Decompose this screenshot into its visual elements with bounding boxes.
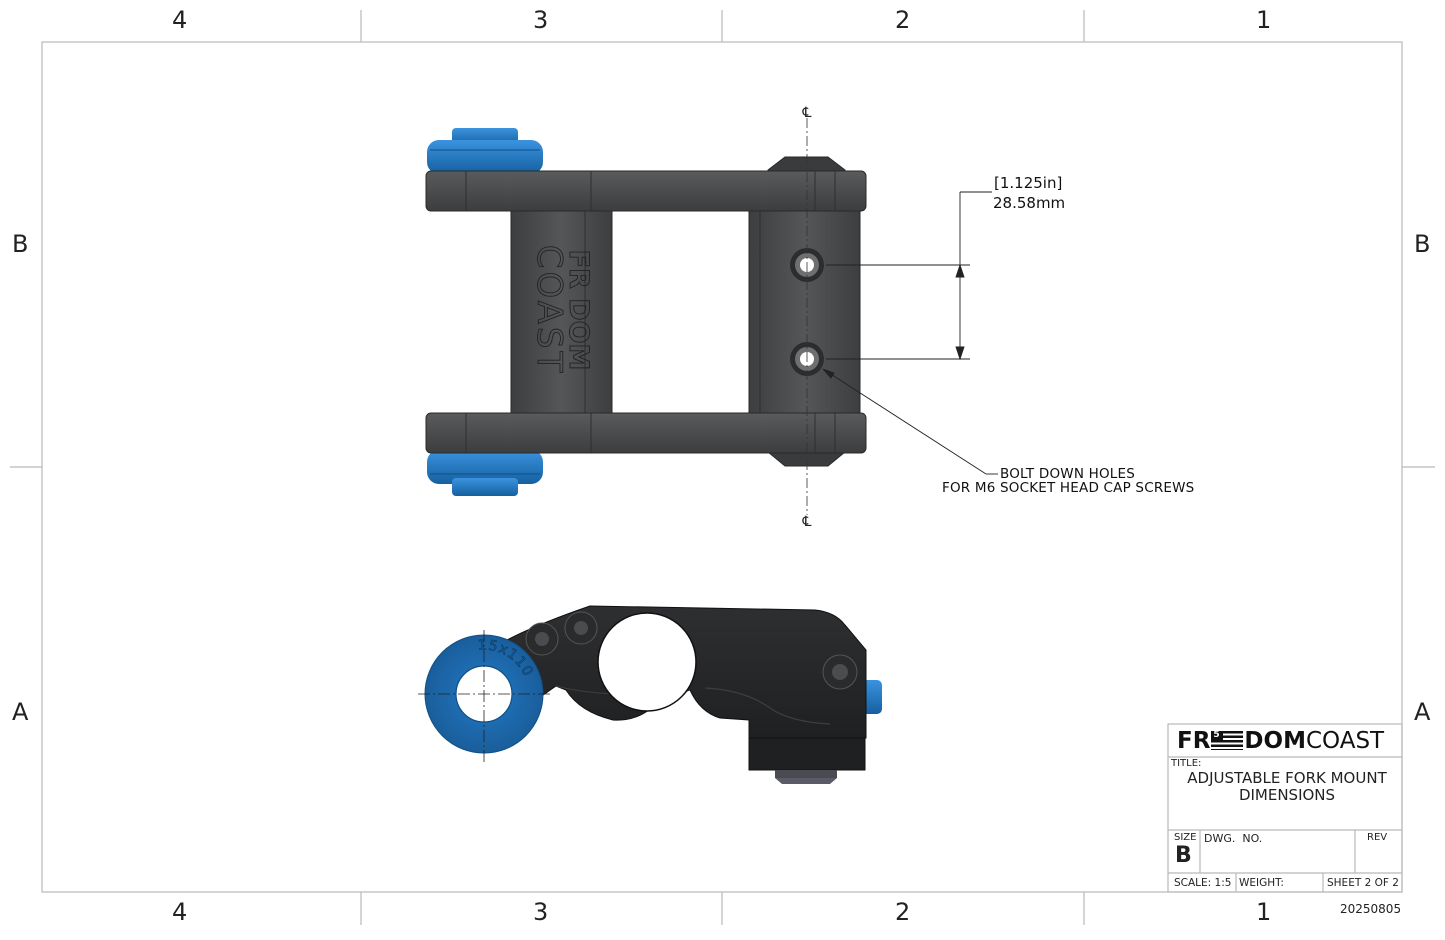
- zone-top-1: 1: [1256, 6, 1272, 34]
- sheet-label: SHEET 2 OF 2: [1327, 877, 1399, 889]
- centerline-symbol-bottom: ℄: [802, 514, 812, 530]
- zone-bottom-2: 2: [895, 898, 911, 926]
- logo-text-dom: DOM: [1244, 728, 1306, 754]
- title-line2: DIMENSIONS: [1238, 786, 1336, 804]
- note-line2: FOR M6 SOCKET HEAD CAP SCREWS: [942, 480, 1195, 496]
- zone-top-3: 3: [533, 6, 549, 34]
- flag-icon: 5: [1211, 730, 1244, 750]
- title-label: TITLE:: [1171, 758, 1202, 769]
- weight-label: WEIGHT:: [1239, 877, 1284, 889]
- logo-text-coast: COAST: [1305, 728, 1385, 754]
- logo-text-fr: FR: [1177, 728, 1211, 754]
- engraving-line1: FR DOM: [563, 250, 594, 371]
- dimension-mm: 28.58mm: [993, 194, 1066, 212]
- dwg-no-label: DWG. NO.: [1204, 832, 1263, 845]
- zone-bottom-4: 4: [172, 898, 188, 926]
- side-view-part: 15x110: [418, 605, 882, 784]
- top-view-part: [425, 128, 867, 496]
- screw-heads: [525, 611, 858, 690]
- zone-bottom-3: 3: [533, 898, 549, 926]
- note-leader: [822, 368, 998, 475]
- dimension-inches-value: 1.125in: [999, 174, 1057, 192]
- title-block-lines: [1167, 723, 1403, 893]
- size-value: B: [1175, 843, 1192, 868]
- zone-top-4: 4: [172, 6, 188, 34]
- engraving-line2: COAST: [529, 245, 569, 376]
- note-line1: BOLT DOWN HOLES: [1000, 466, 1136, 482]
- dimension-inches: [1.125in]: [994, 174, 1063, 192]
- drawing-number: 20250805: [1340, 902, 1402, 916]
- zone-right-b: B: [1414, 230, 1431, 258]
- rev-label: REV: [1367, 832, 1388, 843]
- part-engraving: FR DOM COAST: [529, 244, 595, 376]
- zone-left-b: B: [12, 230, 29, 258]
- zone-left-a: A: [12, 698, 29, 726]
- upper-bushing: [427, 128, 543, 174]
- sheet-border: [10, 10, 1435, 925]
- zone-top-2: 2: [895, 6, 911, 34]
- logo-flag-digit: 5: [1213, 730, 1220, 740]
- size-label: SIZE: [1174, 832, 1197, 843]
- title-line1: ADJUSTABLE FORK MOUNT: [1187, 769, 1387, 787]
- zone-right-a: A: [1414, 698, 1431, 726]
- scale-label: SCALE: 1:5: [1174, 877, 1232, 889]
- lower-bushing: [427, 450, 543, 496]
- centerline-symbol-top: ℄: [802, 105, 812, 121]
- vertical-dimension: [826, 191, 992, 361]
- zone-bottom-1: 1: [1256, 898, 1272, 926]
- bushing-crosshair: [418, 630, 552, 762]
- centerline: ℄ ℄: [802, 105, 812, 530]
